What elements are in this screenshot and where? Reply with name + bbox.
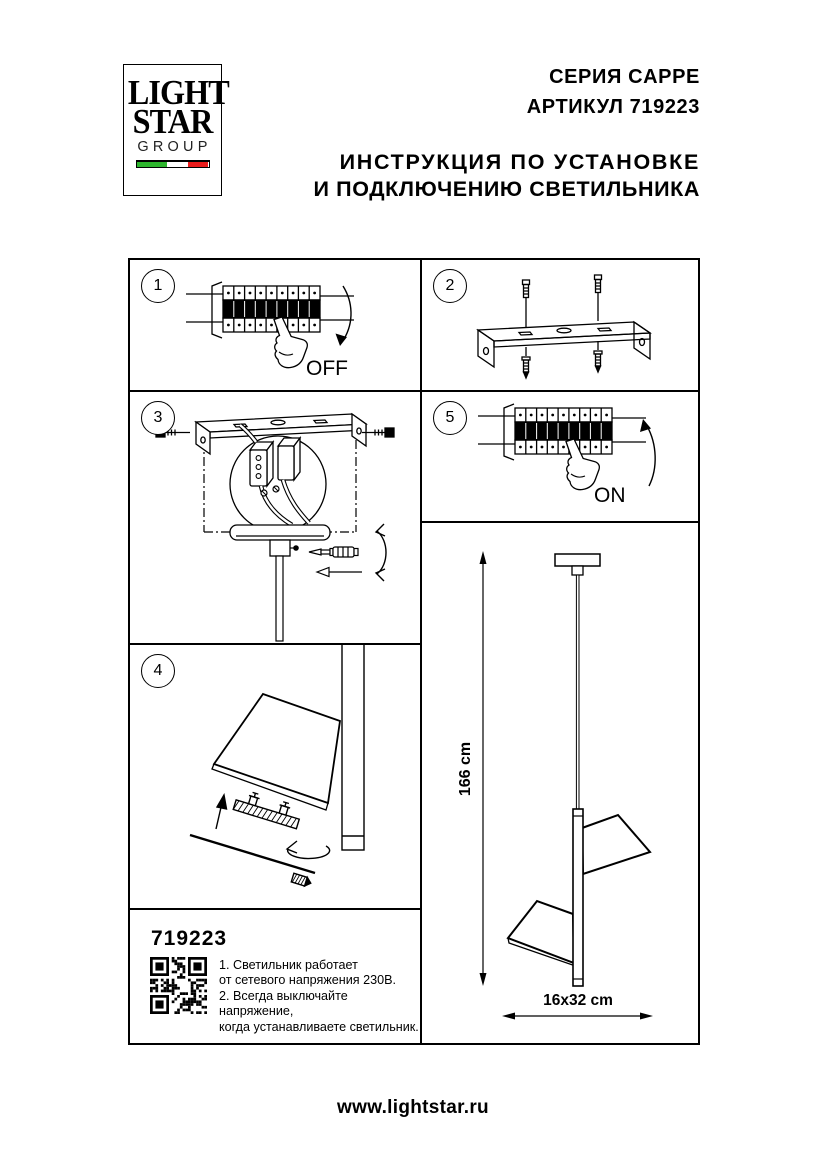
upper-shade: [580, 813, 652, 876]
screw-dots: [519, 413, 608, 449]
threaded-rod: [189, 833, 316, 888]
pendant-lamp: [506, 553, 652, 987]
note-line: когда устанавливаете светильник.: [219, 1019, 419, 1034]
width-dimension: 16x32 cm: [502, 992, 653, 1020]
set-screw-and-screwdriver: [290, 545, 359, 558]
article-number: 719223: [151, 927, 228, 950]
arrow-up-icon: [215, 793, 228, 830]
info-panel: 719223 1. Светильник работает от сетевог…: [128, 908, 422, 1045]
lamp-drawing: 166 cm 16x32 cm: [457, 551, 653, 1020]
push-arrow-icon: [315, 566, 362, 578]
wiring-canopy-illustration: [155, 412, 395, 642]
flag-white: [166, 162, 189, 168]
step-4-number: 4: [141, 654, 175, 688]
step-1-panel: 1: [128, 258, 422, 392]
title-line-2: И ПОДКЛЮЧЕНИЮ СВЕТИЛЬНИКА: [313, 177, 700, 201]
breaker-on-illustration: ON: [478, 403, 656, 507]
logo-word-star: STAR: [132, 101, 214, 141]
pointing-hand-icon: [565, 438, 600, 491]
on-label: ON: [594, 484, 626, 507]
pointing-hand-icon: [273, 316, 308, 369]
lamp-tube: [572, 808, 584, 987]
step-5-number: 5: [433, 401, 467, 435]
height-dimension: 166 cm: [457, 551, 487, 986]
rotate-arrow-icon: [374, 523, 387, 582]
canopy: [229, 524, 331, 642]
rotate-arrow-icon: [285, 840, 331, 860]
page-title: ИНСТРУКЦИЯ ПО УСТАНОВКЕ И ПОДКЛЮЧЕНИЮ СВ…: [314, 149, 700, 203]
step-2-panel: 2: [420, 258, 700, 392]
arrow-down-icon: [335, 285, 352, 346]
safety-notes: 1. Светильник работает от сетевого напря…: [219, 958, 420, 1035]
pole: [341, 645, 365, 851]
qr-code: [150, 957, 207, 1014]
screw-dots: [227, 291, 316, 327]
terminal-block-detail: [238, 423, 311, 527]
step-2-number: 2: [433, 269, 467, 303]
height-label: 166 cm: [457, 742, 474, 796]
shade-assembly-illustration: [189, 645, 365, 888]
lamp-dimensions-panel: 166 cm 16x32 cm: [420, 521, 700, 1045]
website-url: www.lightstar.ru: [337, 1097, 489, 1118]
step-1-number: 1: [141, 269, 175, 303]
width-label: 16x32 cm: [543, 992, 613, 1009]
breaker-off-illustration: OFF: [186, 281, 354, 380]
logo-word-light: LIGHT: [127, 73, 230, 112]
step-4-panel: 4: [128, 643, 422, 910]
italian-flag-bar: [135, 160, 210, 169]
series-label: СЕРИЯ CAPPE: [549, 66, 700, 88]
lightstar-logo: LIGHT STAR GROUP: [123, 64, 230, 196]
logo-word-group: GROUP: [137, 139, 212, 156]
mounting-bracket-illustration: [476, 274, 652, 380]
note-line: 2. Всегда выключайте напряжение,: [219, 988, 348, 1019]
led-module: [232, 791, 301, 830]
note-line: от сетевого напряжения 230В.: [219, 973, 396, 988]
arrow-up-icon: [640, 419, 656, 487]
step-5-panel: 5: [420, 390, 700, 523]
step-3-number: 3: [141, 401, 175, 435]
title-line-1: ИНСТРУКЦИЯ ПО УСТАНОВКЕ: [339, 150, 700, 174]
step-3-panel: 3: [128, 390, 422, 645]
header: СЕРИЯ CAPPE АРТИКУЛ 719223 ИНСТРУКЦИЯ ПО…: [314, 62, 700, 203]
off-label: OFF: [306, 357, 348, 380]
flag-red: [188, 162, 209, 168]
note-line: 1. Светильник работает: [219, 958, 358, 972]
flag-green: [136, 162, 167, 168]
article-label: АРТИКУЛ 719223: [526, 96, 700, 118]
instruction-grid: 1: [128, 258, 700, 1045]
shade-plate: [211, 692, 341, 811]
